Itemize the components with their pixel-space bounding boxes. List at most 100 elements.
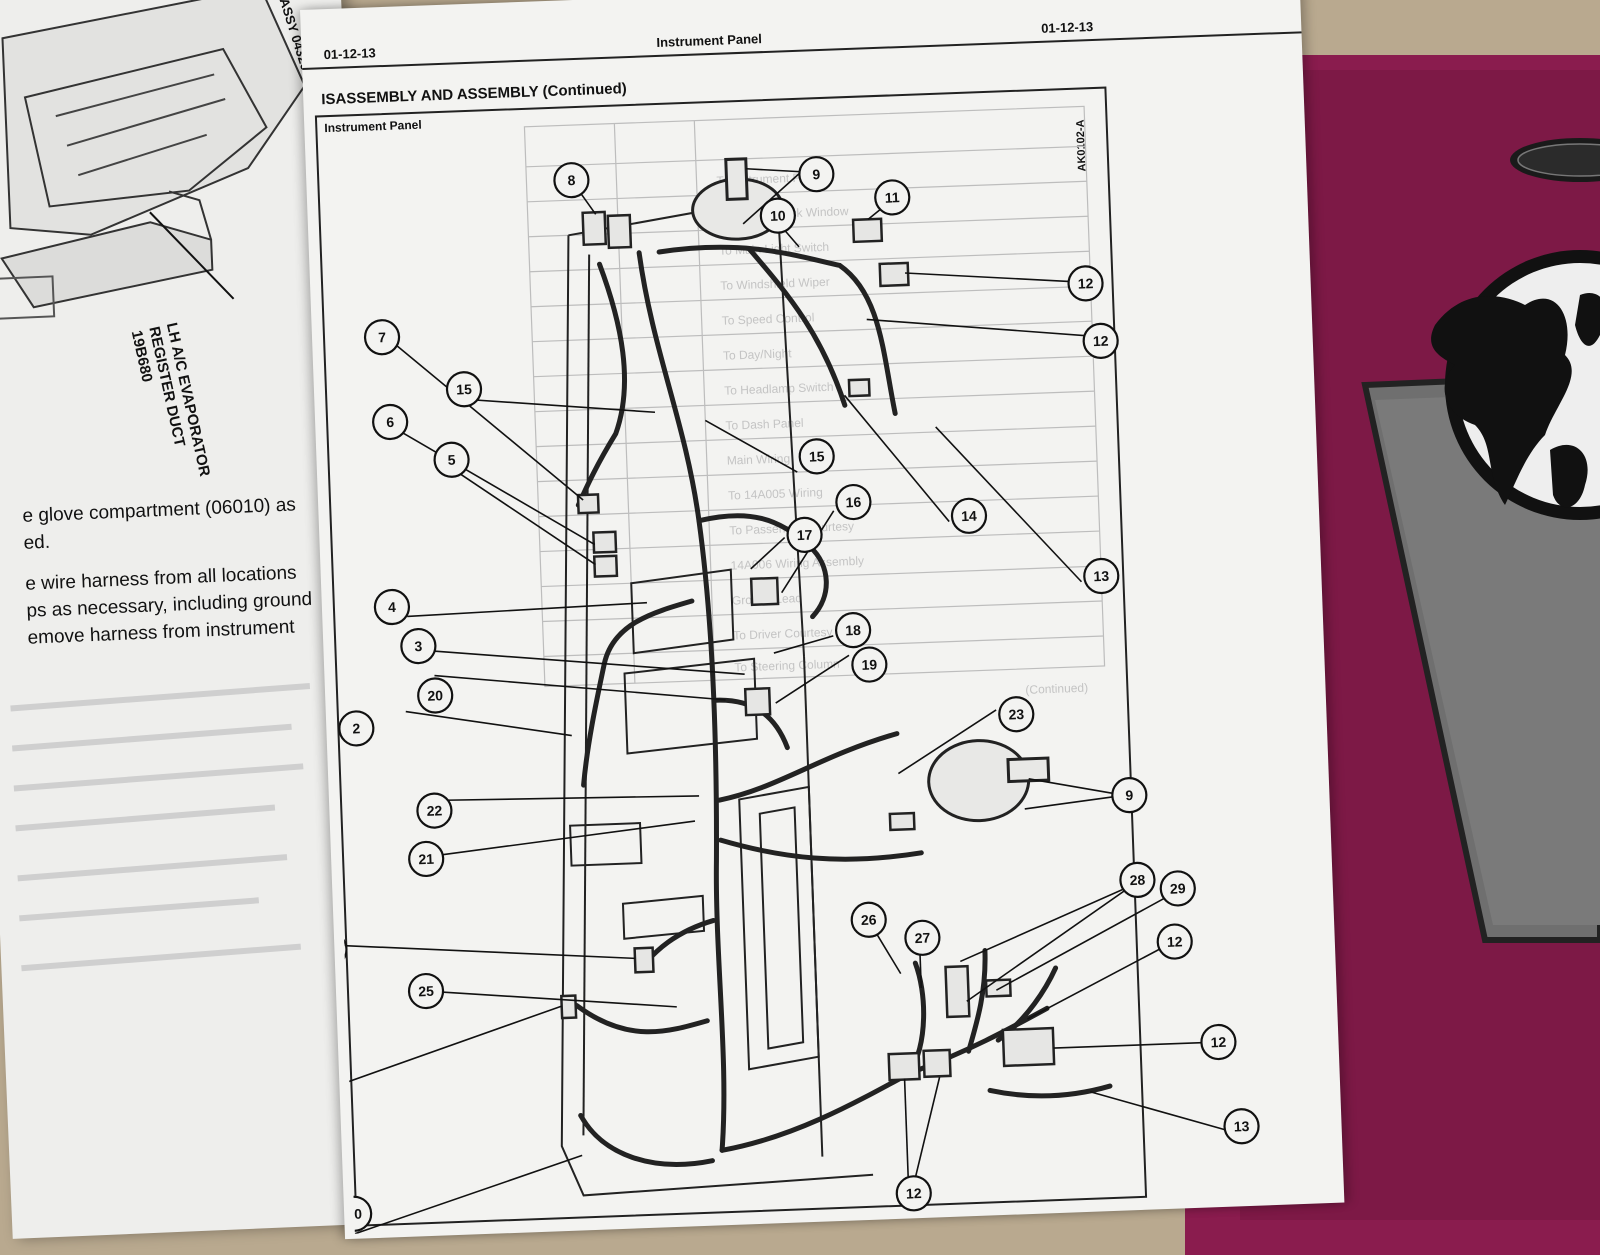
ghost-row: To Day/Night <box>723 346 793 363</box>
callout-8: 8 <box>553 162 590 199</box>
connector <box>592 554 619 578</box>
ghost-continued: (Continued) <box>1025 681 1088 697</box>
svg-text:20: 20 <box>427 687 443 704</box>
callout-11: 11 <box>874 179 911 216</box>
callout-20: 20 <box>417 677 454 714</box>
svg-text:16: 16 <box>845 494 861 511</box>
svg-text:17: 17 <box>796 527 812 544</box>
manual-page: 01-12-13 Instrument Panel 01-12-13 ISASS… <box>300 0 1345 1240</box>
connector <box>847 378 871 398</box>
svg-text:12: 12 <box>1167 933 1183 950</box>
callout-3: 3 <box>400 627 437 665</box>
svg-text:8: 8 <box>567 172 576 188</box>
callout-12-e: 12 <box>895 1175 932 1212</box>
svg-text:18: 18 <box>845 622 861 639</box>
svg-text:3: 3 <box>414 638 423 654</box>
callout-9-top: 9 <box>798 156 835 193</box>
ghost-row: To 14A005 Wiring <box>728 485 823 502</box>
svg-text:12: 12 <box>1093 333 1109 350</box>
svg-text:9: 9 <box>812 166 821 182</box>
svg-text:12: 12 <box>906 1185 922 1202</box>
svg-text:6: 6 <box>386 414 395 430</box>
callout-4: 4 <box>373 588 411 626</box>
connector <box>743 686 772 717</box>
callout-15-a: 15 <box>445 371 483 408</box>
ghost-table: To Instrument Panel To Heated Back Windo… <box>523 105 1106 697</box>
svg-text:21: 21 <box>418 851 434 868</box>
connector <box>606 213 633 250</box>
svg-text:15: 15 <box>456 381 472 398</box>
ghost-row: To Main Light Switch <box>719 240 830 258</box>
svg-text:10: 10 <box>346 1206 362 1223</box>
connectors <box>560 210 1056 1082</box>
page-title: Instrument Panel <box>656 31 763 50</box>
callout-5: 5 <box>433 441 470 478</box>
svg-text:23: 23 <box>1008 706 1024 723</box>
page-number-right: 01-12-13 <box>1040 18 1094 36</box>
callout-7: 7 <box>363 319 401 356</box>
connector <box>1001 1026 1056 1068</box>
blower-motor-bottom <box>927 739 1051 823</box>
svg-text:7: 7 <box>378 329 387 345</box>
connector <box>944 964 971 1019</box>
callout-12-a: 12 <box>1067 265 1104 302</box>
svg-text:13: 13 <box>1233 1118 1249 1135</box>
connector <box>592 530 618 554</box>
callout-12-b: 12 <box>1082 322 1119 359</box>
callout-12-c: 12 <box>1156 923 1193 960</box>
callout-2: 2 <box>338 710 375 747</box>
ghost-row: To Dash Panel <box>725 416 804 433</box>
header-rule <box>302 31 1302 70</box>
connector <box>581 210 608 247</box>
connector <box>878 261 910 288</box>
connector <box>888 811 916 832</box>
page-number-left: 01-12-13 <box>323 45 376 63</box>
callout-17: 17 <box>786 516 823 553</box>
connector <box>984 978 1012 998</box>
svg-text:29: 29 <box>1170 880 1186 897</box>
svg-text:2: 2 <box>352 720 361 736</box>
bleed-through <box>10 682 311 972</box>
svg-text:12: 12 <box>1077 275 1093 292</box>
callout-28: 28 <box>1119 861 1156 898</box>
instructions: e glove compartment (06010) as ed. e wir… <box>22 491 314 652</box>
globe-emblem <box>1361 138 1600 943</box>
callout-13-b: 13 <box>1223 1108 1260 1145</box>
callout-21: 21 <box>408 840 445 878</box>
callout-12-d: 12 <box>1200 1023 1237 1061</box>
callout-15-b: 15 <box>798 438 835 475</box>
svg-text:19: 19 <box>861 656 877 673</box>
svg-text:10: 10 <box>770 207 786 224</box>
svg-text:5: 5 <box>447 452 456 468</box>
svg-text:12: 12 <box>1210 1034 1226 1051</box>
svg-text:13: 13 <box>1093 568 1109 585</box>
callout-25: 25 <box>407 972 445 1010</box>
svg-text:26: 26 <box>861 911 877 928</box>
callout-13-a: 13 <box>1083 557 1120 595</box>
svg-text:14: 14 <box>961 508 977 525</box>
callout-9-bottom: 9 <box>1111 777 1148 814</box>
svg-text:11: 11 <box>885 189 901 206</box>
ghost-row: 14A006 Wiring Assembly <box>730 554 864 573</box>
ghost-row: To Driver Courtesy <box>733 625 833 643</box>
connector <box>851 217 884 244</box>
callout-10-top: 10 <box>759 197 796 234</box>
connector <box>922 1048 952 1079</box>
left-page: ASSY 04320 LH A/C EVAPORATOR REGISTER DU… <box>0 0 393 1239</box>
svg-text:28: 28 <box>1129 872 1145 889</box>
svg-text:4: 4 <box>388 599 397 615</box>
ghost-row: To Headlamp Switch <box>724 380 834 398</box>
callout-14: 14 <box>950 497 988 534</box>
connector <box>749 576 780 607</box>
svg-text:27: 27 <box>914 930 930 947</box>
svg-text:22: 22 <box>426 802 442 819</box>
svg-text:9: 9 <box>1125 787 1134 803</box>
ghost-row: To Steering Column <box>734 657 840 675</box>
connector <box>560 994 578 1020</box>
callout-29: 29 <box>1159 870 1196 907</box>
wiring-diagram: To Instrument Panel To Heated Back Windo… <box>313 86 1260 1234</box>
callout-16: 16 <box>835 483 872 521</box>
callout-19: 19 <box>851 646 888 683</box>
callout-26: 26 <box>850 901 887 938</box>
